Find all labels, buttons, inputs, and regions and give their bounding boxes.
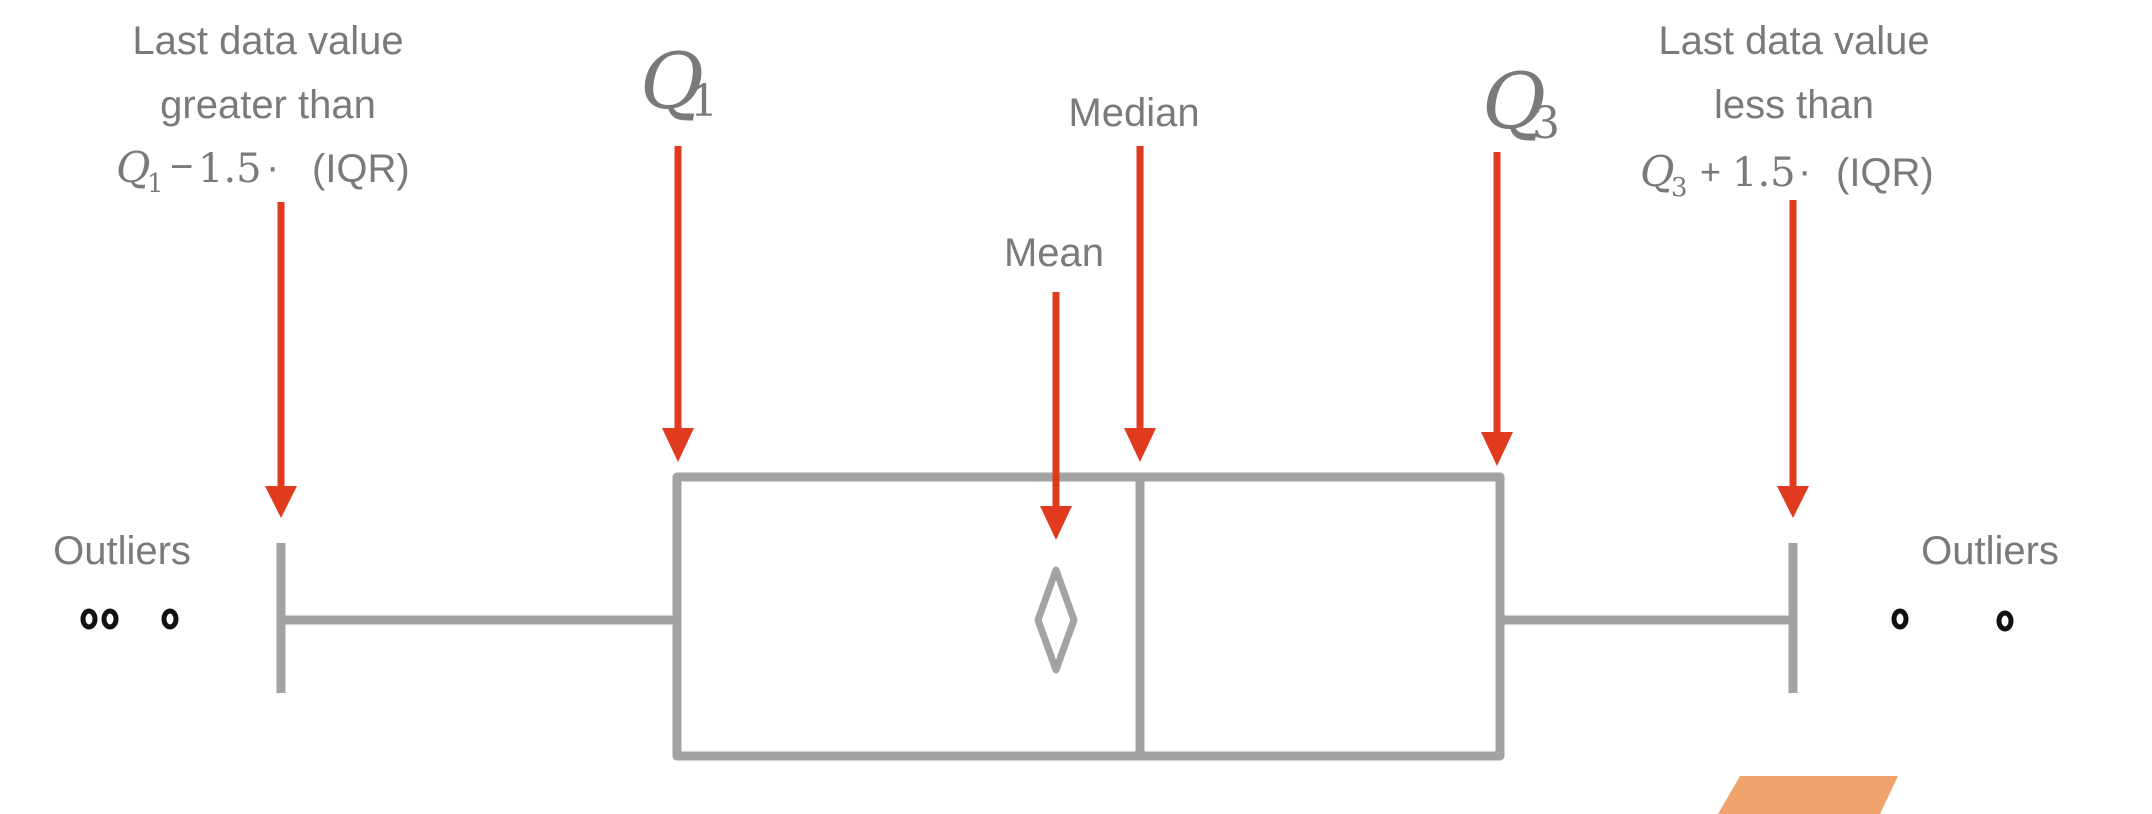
right-whisker-label-line1: Last data value (1658, 19, 1929, 63)
arrow-right-whisker (1777, 200, 1809, 518)
q3-subscript: 3 (1532, 98, 1560, 149)
left-formula-iqr: (IQR) (312, 147, 410, 191)
left-formula-minus: − (170, 145, 193, 189)
right-formula-q: Q (1640, 147, 1674, 196)
outliers-left-label: Outliers (53, 529, 191, 573)
outlier-point (1891, 608, 1909, 630)
left-whisker-formula: Q 1 − 1.5 · (IQR) (116, 143, 410, 199)
q1-symbol: Q (640, 37, 704, 127)
right-formula-dot: · (1798, 149, 1811, 193)
right-whisker-label-line2: less than (1714, 83, 1874, 127)
mean-diamond-marker (1034, 566, 1078, 674)
outlier-point (1996, 610, 2014, 632)
right-formula-plus: + (1700, 151, 1721, 192)
corner-decoration-shape (1718, 776, 1898, 814)
outliers-right-label: Outliers (1921, 529, 2059, 573)
right-formula-iqr: (IQR) (1836, 151, 1934, 195)
arrow-left-whisker (265, 202, 297, 518)
mean-label: Mean (1004, 231, 1104, 275)
outlier-point (101, 608, 119, 630)
left-formula-q-sub: 1 (147, 169, 164, 199)
right-formula-number: 1.5 (1732, 150, 1796, 196)
left-formula-q: Q (116, 143, 150, 192)
q3-label: Q 3 (1482, 57, 1560, 149)
interquartile-box (672, 472, 1505, 761)
arrow-mean (1040, 292, 1072, 540)
right-formula-q-sub: 3 (1671, 173, 1688, 203)
q1-subscript: 1 (690, 76, 718, 127)
left-whisker-label-line2: greater than (160, 83, 376, 127)
left-formula-dot: · (266, 145, 279, 189)
arrow-median (1124, 146, 1156, 462)
outlier-point (161, 608, 179, 630)
median-label: Median (1068, 91, 1199, 135)
arrow-q3 (1481, 152, 1513, 466)
q1-label: Q 1 (640, 37, 718, 127)
left-formula-number: 1.5 (198, 146, 262, 192)
arrow-q1 (662, 146, 694, 462)
outlier-point (80, 608, 98, 630)
q3-symbol: Q (1482, 57, 1546, 147)
right-whisker-formula: Q 3 + 1.5 · (IQR) (1640, 147, 1934, 203)
left-whisker-label-line1: Last data value (132, 19, 403, 63)
